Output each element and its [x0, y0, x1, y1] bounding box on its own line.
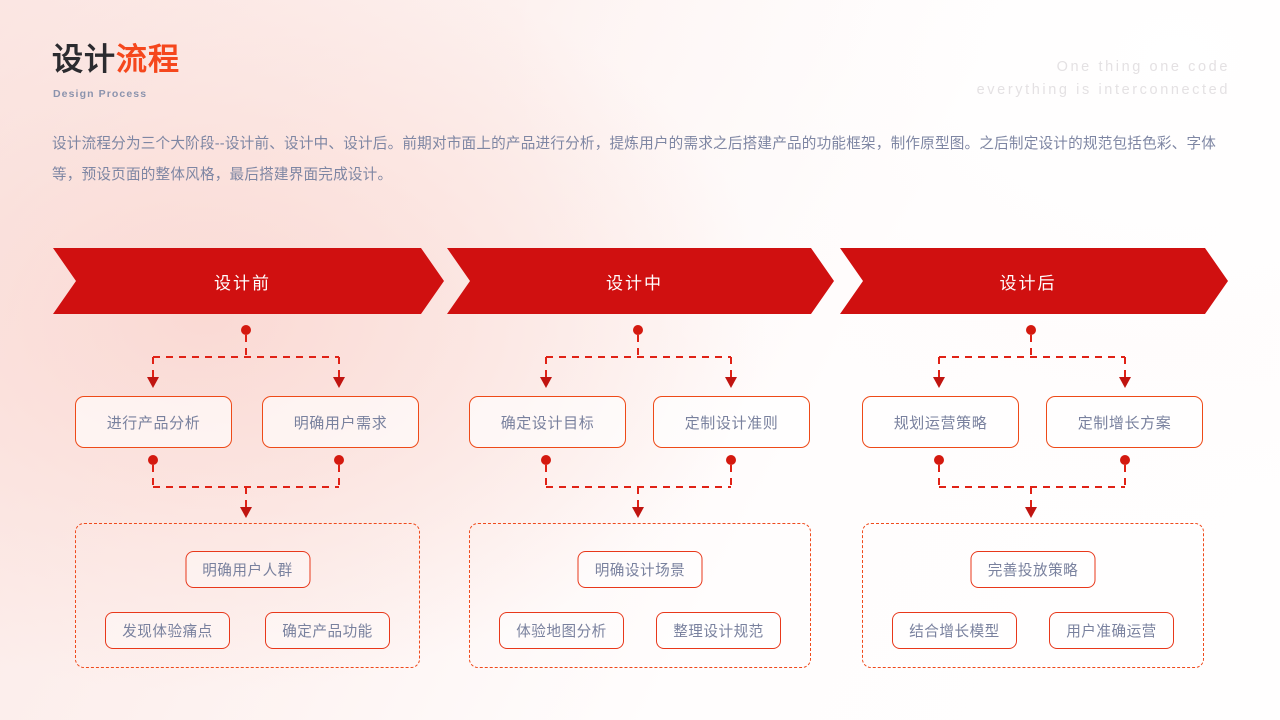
group-box-1-bottom-right[interactable]: 确定产品功能 — [265, 612, 390, 649]
page-subtitle: Design Process — [53, 88, 148, 100]
merge-connector-3 — [934, 455, 1130, 518]
group-box-label: 完善投放策略 — [987, 563, 1079, 579]
stage-banner-1: 设计前 — [53, 248, 444, 314]
primary-box-label: 规划运营策略 — [893, 414, 988, 432]
page-title-accent: 流程 — [116, 42, 180, 77]
page-title: 设计流程 — [52, 44, 180, 75]
split-connector-3 — [933, 325, 1131, 388]
stage-banner-3: 设计后 — [840, 248, 1228, 314]
primary-box-2-2[interactable]: 定制设计准则 — [653, 396, 810, 448]
primary-box-1-2[interactable]: 明确用户需求 — [262, 396, 419, 448]
group-box-1-top[interactable]: 明确用户人群 — [185, 551, 310, 588]
group-box-label: 整理设计规范 — [673, 624, 764, 640]
group-box-2-bottom-right[interactable]: 整理设计规范 — [656, 612, 781, 649]
split-connector-1 — [147, 325, 345, 388]
page-title-dark: 设计 — [52, 42, 116, 77]
stage-group-2: 明确设计场景 体验地图分析 整理设计规范 — [469, 523, 811, 668]
merge-connector-1 — [148, 455, 344, 518]
group-box-1-bottom-left[interactable]: 发现体验痛点 — [105, 612, 230, 649]
group-box-label: 用户准确运营 — [1066, 624, 1157, 640]
tagline-line-1: One thing one code — [1056, 59, 1230, 75]
primary-box-3-1[interactable]: 规划运营策略 — [862, 396, 1019, 448]
group-box-label: 明确设计场景 — [594, 563, 686, 579]
primary-box-label: 确定设计目标 — [500, 414, 595, 432]
group-box-label: 结合增长模型 — [909, 624, 1000, 640]
page-description: 设计流程分为三个大阶段--设计前、设计中、设计后。前期对市面上的产品进行分析，提… — [52, 136, 1217, 183]
stage-banner-label-3: 设计后 — [999, 273, 1057, 293]
stage-group-3: 完善投放策略 结合增长模型 用户准确运营 — [862, 523, 1204, 668]
primary-box-label: 定制增长方案 — [1077, 414, 1172, 432]
tagline-line-2: everything is interconnected — [976, 82, 1230, 98]
primary-box-1-1[interactable]: 进行产品分析 — [75, 396, 232, 448]
stage-column-2: 确定设计目标 定制设计准则 明确设计场景 体验地图分析 整理设计规范 — [447, 0, 834, 720]
group-box-3-bottom-left[interactable]: 结合增长模型 — [892, 612, 1017, 649]
stage-banner-label-2: 设计中 — [606, 273, 663, 293]
tagline: One thing one code everything is interco… — [977, 56, 1230, 102]
primary-box-2-1[interactable]: 确定设计目标 — [469, 396, 626, 448]
group-box-3-top[interactable]: 完善投放策略 — [970, 551, 1096, 588]
split-connector-2 — [540, 325, 737, 388]
group-box-label: 体验地图分析 — [516, 624, 607, 640]
primary-box-3-2[interactable]: 定制增长方案 — [1046, 396, 1203, 448]
group-box-2-top[interactable]: 明确设计场景 — [577, 551, 703, 588]
stage-column-3: 规划运营策略 定制增长方案 完善投放策略 结合增长模型 用户准确运营 — [840, 0, 1228, 720]
stage-banner-label-1: 设计前 — [214, 273, 271, 293]
group-box-3-bottom-right[interactable]: 用户准确运营 — [1049, 612, 1174, 649]
group-box-2-bottom-left[interactable]: 体验地图分析 — [499, 612, 624, 649]
stage-column-1: 进行产品分析 明确用户需求 明确用户人群 发现体验痛点 确定产品功能 — [53, 0, 444, 720]
primary-box-label: 明确用户需求 — [293, 414, 388, 432]
group-box-label: 明确用户人群 — [202, 563, 293, 579]
stage-banner-2: 设计中 — [447, 248, 834, 314]
group-box-label: 发现体验痛点 — [122, 624, 213, 640]
group-box-label: 确定产品功能 — [282, 624, 373, 640]
primary-box-label: 进行产品分析 — [106, 414, 201, 432]
stage-group-1: 明确用户人群 发现体验痛点 确定产品功能 — [75, 523, 420, 668]
merge-connector-2 — [541, 455, 736, 518]
primary-box-label: 定制设计准则 — [684, 414, 779, 432]
